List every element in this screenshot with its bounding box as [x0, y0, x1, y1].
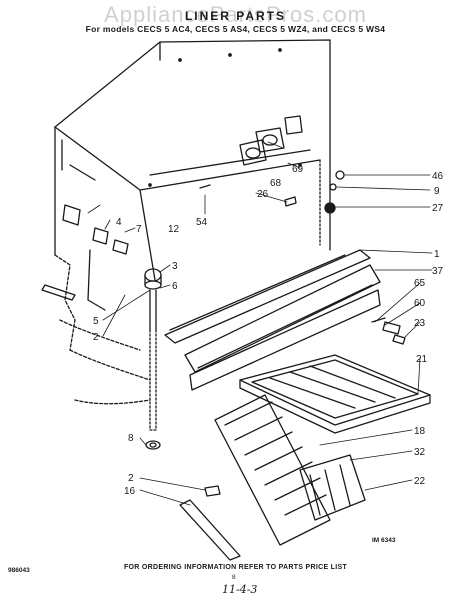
front-rail-and-gasket: [164, 249, 381, 391]
image-code: IM 6343: [372, 537, 396, 544]
right-side-fasteners: [199, 170, 345, 214]
watermark: AppliancePartsPros.com: [104, 2, 367, 27]
access-cover-plates: [239, 115, 303, 166]
callout-7: 7: [136, 224, 142, 235]
page-number: 8: [232, 574, 236, 581]
callout-46: 46: [432, 171, 444, 182]
callout-21: 21: [416, 354, 428, 365]
basket-rack: [214, 394, 366, 546]
callout-8: 8: [128, 433, 134, 444]
left-wall-brackets: [41, 204, 129, 311]
diagram-title: LINER PARTS: [184, 9, 287, 23]
callout-69: 69: [292, 164, 304, 175]
callout-16: 16: [124, 486, 136, 497]
callout-4: 4: [116, 217, 122, 228]
callout-54: 54: [196, 217, 208, 228]
handwritten-note: 11-4-3: [222, 583, 258, 596]
callout-9: 9: [434, 186, 440, 197]
models-line: For models CECS 5 AC4, CECS 5 AS4, CECS …: [85, 24, 386, 34]
callout-26: 26: [257, 189, 269, 200]
callout-18: 18: [414, 426, 426, 437]
document-number: 986043: [8, 567, 30, 574]
callout-60: 60: [414, 298, 426, 309]
callout-6: 6: [172, 281, 178, 292]
leader-lines: [87, 141, 433, 506]
callout-2-upper: 2: [93, 332, 99, 343]
bottom-bracket: [179, 485, 241, 561]
callout-27: 27: [432, 203, 444, 214]
callout-37: 37: [432, 266, 444, 277]
callout-23: 23: [414, 318, 426, 329]
callout-68: 68: [270, 178, 282, 189]
callout-1: 1: [434, 249, 440, 260]
callout-65: 65: [414, 278, 426, 289]
shelf-tray: [239, 354, 431, 434]
callout-12: 12: [168, 224, 180, 235]
ordering-info-footer: FOR ORDERING INFORMATION REFER TO PARTS …: [123, 564, 348, 571]
callout-3: 3: [172, 261, 178, 272]
liner-cabinet: [54, 39, 331, 405]
callout-22: 22: [414, 476, 426, 487]
callout-5: 5: [93, 316, 99, 327]
callout-32: 32: [414, 447, 426, 458]
shelf-support-clips: [371, 317, 406, 345]
control-knob-assembly: [144, 268, 162, 450]
callout-2-lower: 2: [128, 473, 134, 484]
callout-labels: 69 68 26 54 46 9 27 1 37 65 60 23 21 18 …: [93, 164, 444, 497]
